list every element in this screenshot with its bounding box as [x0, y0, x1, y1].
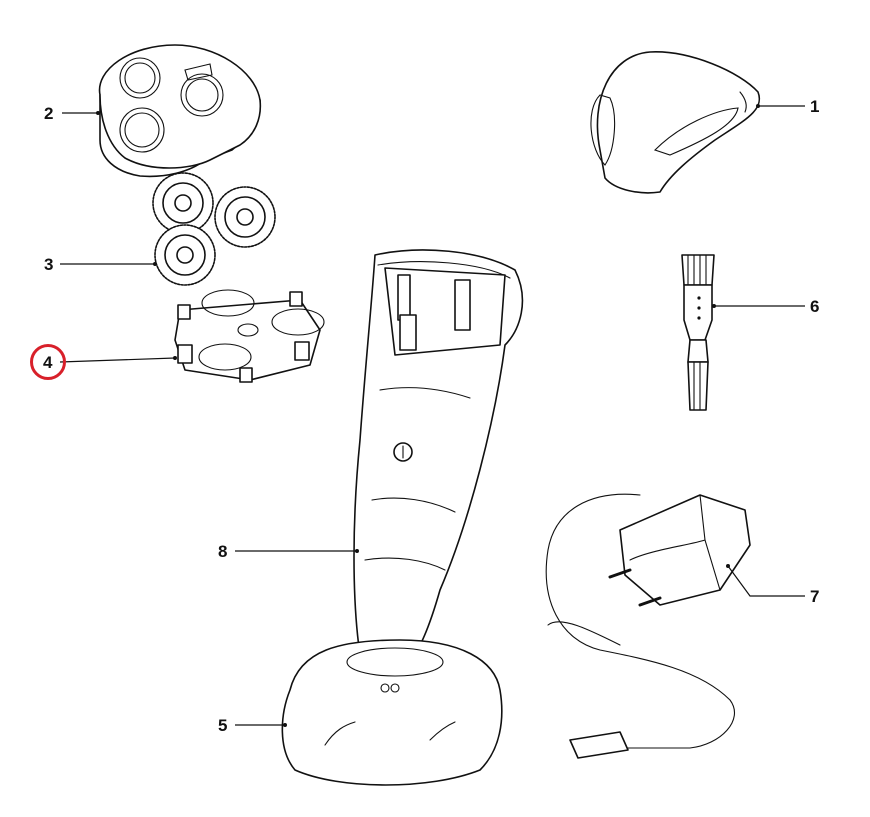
- callout-label-5: 5: [218, 716, 228, 735]
- callout-label-3: 3: [44, 255, 54, 274]
- power-adapter-part: [545, 493, 751, 759]
- callout-label-2: 2: [44, 104, 54, 123]
- callout-label-8: 8: [218, 542, 228, 561]
- shaving-unit-holder-part: [98, 44, 262, 178]
- callout-label-7: 7: [810, 587, 820, 606]
- cutters-part: [152, 172, 276, 286]
- shaver-body-part: [353, 249, 524, 666]
- highlight-circle: [30, 344, 66, 380]
- callout-label-4: 4: [43, 353, 53, 372]
- stand-part: [281, 639, 503, 786]
- retaining-frame-part: [174, 289, 325, 383]
- callout-label-1: 1: [810, 97, 820, 116]
- protective-cap-part: [590, 51, 761, 194]
- callout-label-6: 6: [810, 297, 820, 316]
- cleaning-brush-part: [681, 254, 715, 411]
- leader-lines: [59, 104, 805, 727]
